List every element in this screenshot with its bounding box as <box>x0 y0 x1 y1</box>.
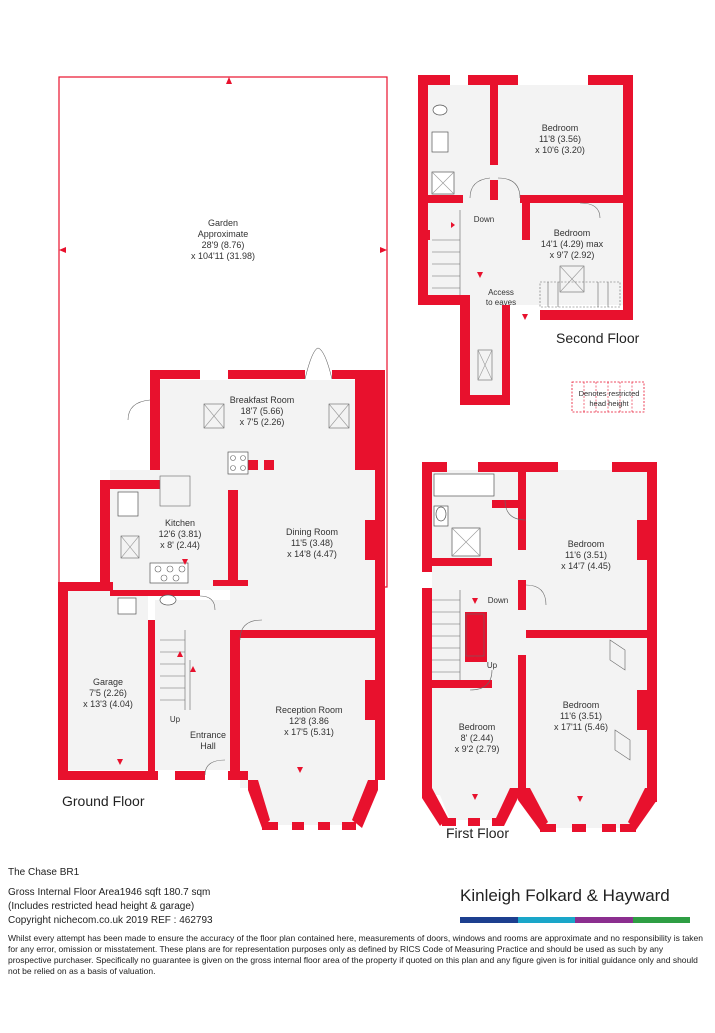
brand-bar-cyan <box>517 917 575 923</box>
brand-color-bar <box>460 917 690 923</box>
garden-dim1: 28'9 (8.76) <box>202 240 245 250</box>
sf-bedroom-2-dim2: x 9'7 (2.92) <box>550 250 595 260</box>
floor-plan: Garden Approximate 28'9 (8.76) x 104'11 … <box>58 75 657 841</box>
garden-sub: Approximate <box>198 229 249 239</box>
sf-bedroom-1-dim1: 11'8 (3.56) <box>539 134 581 144</box>
sf-access-line2: to eaves <box>486 298 516 307</box>
legend-line1: Denotes restricted <box>579 389 640 398</box>
ff-bedroom-1-dim1: 11'6 (3.51) <box>565 550 607 560</box>
breakfast-room-dim2: x 7'5 (2.26) <box>240 417 285 427</box>
garage-dim1: 7'5 (2.26) <box>89 688 127 698</box>
includes-line: (Includes restricted head height & garag… <box>8 901 195 912</box>
ff-bedroom-3-dim2: x 9'2 (2.79) <box>455 744 500 754</box>
brand-logo: Kinleigh Folkard & Hayward <box>460 886 670 905</box>
second-floor-plan: Bedroom 11'8 (3.56) x 10'6 (3.20) Bedroo… <box>418 75 640 405</box>
kitchen-dim1: 12'6 (3.81) <box>159 529 202 539</box>
garage-dim2: x 13'3 (4.04) <box>83 699 133 709</box>
ff-stairs-up: Up <box>487 661 498 670</box>
garden-dim2: x 104'11 (31.98) <box>191 251 255 261</box>
sf-bedroom-1-dim2: x 10'6 (3.20) <box>535 145 585 155</box>
footer-info: The Chase BR1 Gross Internal Floor Area1… <box>8 866 708 928</box>
ff-stairs-down: Down <box>488 596 508 605</box>
garage-name: Garage <box>93 677 123 687</box>
legend-line2: head height <box>589 399 629 408</box>
dining-room-dim1: 11'5 (3.48) <box>291 538 333 548</box>
sf-stairs-down: Down <box>474 215 494 224</box>
ff-bedroom-2-name: Bedroom <box>563 700 600 710</box>
ground-stairs-up: Up <box>170 715 181 724</box>
breakfast-room-name: Breakfast Room <box>230 395 295 405</box>
reception-room-name: Reception Room <box>275 705 342 715</box>
legend-restricted-head-height: Denotes restricted head height <box>571 381 645 413</box>
ground-floor-plan: Breakfast Room 18'7 (5.66) x 7'5 (2.26) … <box>58 347 385 830</box>
sf-bedroom-2-dim1: 14'1 (4.29) max <box>541 239 604 249</box>
floor-area-line: Gross Internal Floor Area1946 sqft 180.7… <box>8 887 211 898</box>
kitchen-dim2: x 8' (2.44) <box>160 540 200 550</box>
kitchen-name: Kitchen <box>165 518 195 528</box>
dining-room-dim2: x 14'8 (4.47) <box>287 549 337 559</box>
ff-bedroom-2-dim1: 11'6 (3.51) <box>560 711 602 721</box>
dining-room-name: Dining Room <box>286 527 338 537</box>
ground-floor-title: Ground Floor <box>62 793 145 809</box>
ff-bedroom-3-name: Bedroom <box>459 722 496 732</box>
ff-bedroom-1-dim2: x 14'7 (4.45) <box>561 561 611 571</box>
first-floor-title: First Floor <box>446 825 509 841</box>
reception-room-dim2: x 17'5 (5.31) <box>284 727 334 737</box>
ff-bedroom-3-dim1: 8' (2.44) <box>461 733 494 743</box>
brand-bar-green <box>632 917 690 923</box>
entrance-hall-name: Entrance <box>190 730 226 740</box>
garden-name: Garden <box>208 218 238 228</box>
address-line: The Chase BR1 <box>8 867 80 878</box>
second-floor-title: Second Floor <box>556 330 640 346</box>
brand-bar-blue <box>460 917 518 923</box>
sf-bedroom-1-name: Bedroom <box>542 123 579 133</box>
sf-access-line1: Access <box>488 288 514 297</box>
sf-bedroom-2-name: Bedroom <box>554 228 591 238</box>
copyright-line: Copyright nichecom.co.uk 2019 REF : 4627… <box>8 915 213 926</box>
ff-bedroom-2-dim2: x 17'11 (5.46) <box>554 722 608 732</box>
breakfast-room-dim1: 18'7 (5.66) <box>241 406 284 416</box>
entrance-hall-name2: Hall <box>200 741 216 751</box>
ff-bedroom-1-name: Bedroom <box>568 539 605 549</box>
first-floor-plan: Bedroom 11'6 (3.51) x 14'7 (4.45) Bedroo… <box>422 462 657 841</box>
disclaimer: Whilst every attempt has been made to en… <box>8 933 704 976</box>
brand-bar-purple <box>575 917 633 923</box>
reception-room-dim1: 12'8 (3.86 <box>289 716 329 726</box>
